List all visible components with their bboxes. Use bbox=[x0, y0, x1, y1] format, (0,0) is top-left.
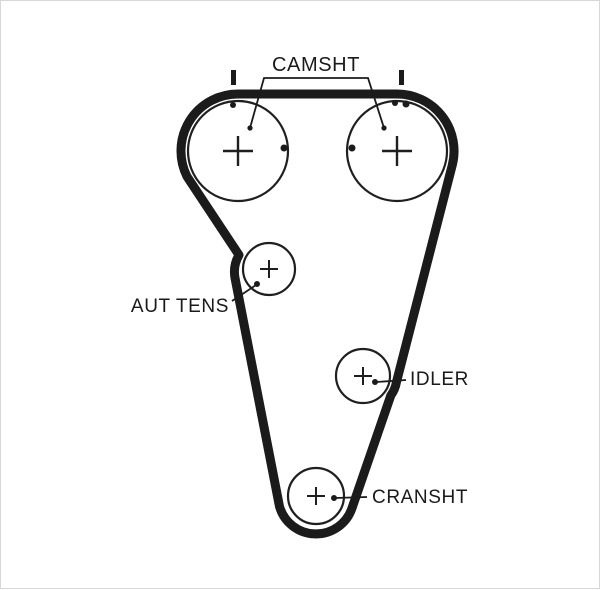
tensioner-callout-dot bbox=[254, 281, 260, 287]
crankshaft-label: CRANSHT bbox=[372, 487, 468, 508]
timing-belt-path bbox=[176, 89, 459, 539]
crankshaft-callout-line bbox=[334, 496, 368, 499]
crank-cross-mark bbox=[307, 487, 325, 505]
tensioner-cross-mark bbox=[260, 260, 278, 278]
cam-right-timing-dot-top-2 bbox=[402, 100, 410, 108]
idler-cross-mark bbox=[354, 367, 372, 385]
cam-left-timing-dot-side bbox=[280, 144, 288, 152]
cam-right-timing-dot-side bbox=[348, 144, 356, 152]
cam-left-timing-dot-top bbox=[230, 102, 236, 108]
cam-left-cross-mark bbox=[223, 136, 253, 166]
tensioner-callout-line bbox=[231, 284, 257, 302]
tensioner-label: AUT TENS bbox=[131, 296, 229, 317]
idler-callout-line bbox=[375, 379, 407, 383]
camshaft-callout-dot-left bbox=[247, 125, 253, 131]
camshaft-callout-dot-right bbox=[381, 125, 387, 131]
cam-right-timing-dot-top-1 bbox=[392, 100, 398, 106]
cam-right-cross-mark bbox=[382, 136, 412, 166]
crankshaft-callout-dot bbox=[331, 495, 337, 501]
idler-callout-dot bbox=[372, 379, 378, 385]
idler-label: IDLER bbox=[410, 369, 469, 390]
camshaft-callout-line bbox=[249, 77, 385, 129]
camshaft-label: CAMSHT bbox=[272, 54, 360, 76]
